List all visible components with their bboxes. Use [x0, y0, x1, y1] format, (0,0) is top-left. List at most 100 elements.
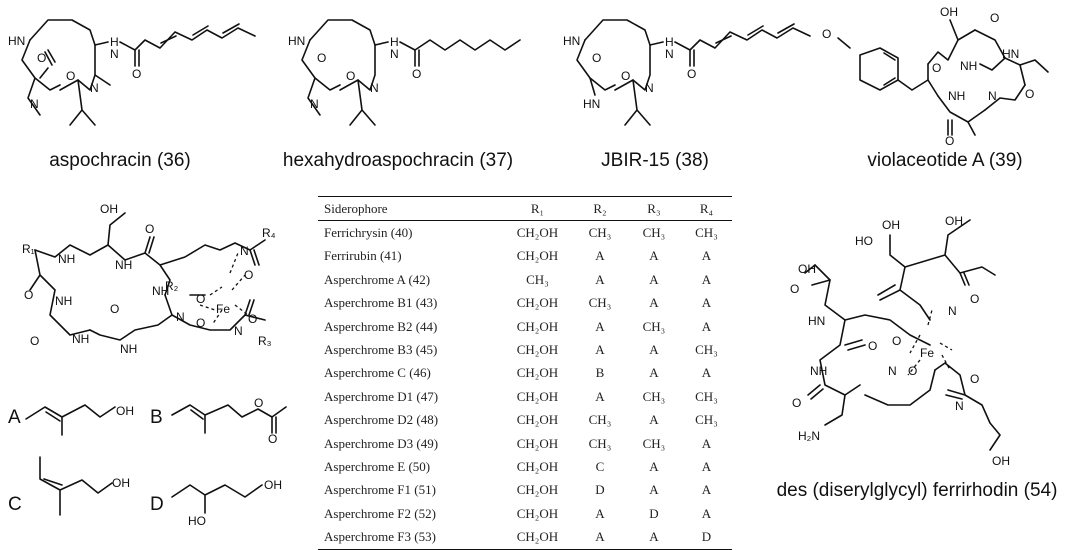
atom-ho: HO	[188, 514, 206, 528]
atom-oh: OH	[992, 454, 1010, 468]
atom-o: O	[30, 334, 39, 348]
atom-nh: NH	[120, 342, 137, 356]
cell-r1: CH₂OH	[516, 435, 559, 451]
cell-r4: A	[701, 482, 712, 498]
atom-nh: NH	[152, 284, 169, 298]
atom-o: O	[892, 334, 901, 348]
caption-aspochracin: aspochracin (36)	[49, 150, 191, 171]
label-substituent-d: D	[150, 494, 164, 515]
cell-r1: CH₂OH	[516, 505, 559, 521]
atom-oh: OH	[945, 214, 963, 228]
cell-r2: CH₃	[588, 295, 612, 311]
atom-nh: NH	[810, 364, 827, 378]
siderophore-core-drawing: OH R₁ NH O NH NH R₂ O N Fe O N R₄ O O NH…	[22, 202, 276, 356]
cell-r3: A	[649, 342, 659, 358]
atom-o: O	[822, 27, 831, 41]
atom-o: O	[244, 268, 253, 282]
atom-o: O	[970, 372, 979, 386]
atom-oh: OH	[264, 478, 282, 492]
cell-r4: A	[701, 318, 712, 334]
atom-h: H	[390, 35, 399, 49]
cell-r1: CH₂OH	[516, 529, 559, 545]
substituents-panel: A OH B O O C OH D OH HO	[0, 385, 300, 550]
atom-n: N	[390, 47, 399, 61]
label-substituent-c: C	[8, 494, 22, 515]
cell-r4: A	[701, 458, 712, 474]
cell-r4: D	[701, 529, 712, 545]
atom-o: O	[868, 339, 877, 353]
atom-o: O	[932, 61, 941, 75]
atom-h2n: H₂N	[798, 429, 820, 443]
violaceotide-structure: O OH O NH HN O NH N O O	[820, 0, 1065, 148]
atom-oh: OH	[798, 262, 816, 276]
atom-hn: HN	[563, 34, 580, 48]
cell-r4: CH₃	[695, 342, 718, 358]
atom-o: O	[792, 396, 801, 410]
cell-name: Asperchrome F2 (52)	[324, 505, 436, 521]
cell-name: Asperchrome A (42)	[324, 271, 431, 287]
cell-r2: A	[595, 505, 605, 521]
atom-o: O	[970, 292, 979, 306]
atom-o: O	[412, 67, 421, 81]
hexahydroaspochracin-structure: HN H N O N O N O	[280, 0, 550, 140]
atom-o: O	[621, 69, 630, 83]
label-r4: R₄	[262, 226, 276, 240]
cell-r3: A	[649, 271, 659, 287]
atom-o: O	[132, 67, 141, 81]
atom-nh: NH	[58, 252, 75, 266]
header-r4: R₄	[699, 200, 714, 216]
atom-o: O	[196, 292, 205, 306]
ferrirhodin-structure: OH HO OH OH O HN O O Fe N O N O NH O H₂N…	[770, 195, 1060, 470]
violaceotide-drawing: O OH O NH HN O NH N O O	[822, 5, 1049, 148]
cell-name: Asperchrome D3 (49)	[324, 435, 439, 451]
atom-oh: OH	[100, 202, 118, 216]
ferrirhodin-drawing: OH HO OH OH O HN O O Fe N O N O NH O H₂N…	[790, 214, 1010, 468]
cell-r2: CH₃	[588, 225, 612, 241]
atom-oh: OH	[940, 5, 958, 19]
atom-n: N	[234, 324, 243, 338]
cell-name: Asperchrome E (50)	[324, 458, 431, 474]
header-siderophore: Siderophore	[324, 200, 388, 216]
cell-r2: C	[595, 458, 605, 474]
atom-n: N	[30, 97, 39, 111]
atom-o: O	[317, 51, 326, 65]
hexahydroaspochracin-drawing: HN H N O N O N O	[288, 19, 521, 126]
cell-r1: CH₂OH	[516, 365, 559, 381]
atom-hn: HN	[583, 97, 600, 111]
atom-fe: Fe	[216, 302, 230, 316]
atom-n: N	[370, 81, 379, 95]
cell-r1: CH₂OH	[516, 482, 559, 498]
atom-oh: OH	[882, 218, 900, 232]
cell-r2: A	[595, 318, 605, 334]
atom-n: N	[988, 89, 997, 103]
atom-hn: HN	[8, 34, 25, 48]
atom-o: O	[346, 69, 355, 83]
cell-r2: CH₃	[588, 412, 612, 428]
cell-name: Asperchrome F1 (51)	[324, 482, 436, 498]
header-r1: R₁	[530, 200, 545, 216]
cell-r1: CH₂OH	[516, 458, 559, 474]
cell-name: Asperchrome F3 (53)	[324, 529, 436, 545]
atom-hn: HN	[808, 314, 825, 328]
cell-name: Asperchrome B1 (43)	[324, 295, 438, 311]
atom-o: O	[145, 222, 154, 236]
atom-o: O	[945, 134, 954, 148]
atom-n: N	[645, 81, 654, 95]
atom-o: O	[24, 288, 33, 302]
atom-o: O	[37, 51, 46, 65]
cell-r1: CH₂OH	[516, 342, 559, 358]
cell-r3: A	[649, 295, 659, 311]
cell-r1: CH₂OH	[516, 248, 559, 264]
header-r3: R₃	[647, 200, 661, 216]
atom-o: O	[248, 312, 257, 326]
cell-r3: A	[649, 412, 659, 428]
cell-r4: CH₃	[695, 225, 718, 241]
cell-r3: A	[649, 365, 659, 381]
atom-o: O	[268, 432, 277, 446]
cell-name: Ferrichrysin (40)	[324, 225, 413, 241]
cell-r3: A	[649, 248, 659, 264]
atom-fe: Fe	[920, 346, 934, 360]
